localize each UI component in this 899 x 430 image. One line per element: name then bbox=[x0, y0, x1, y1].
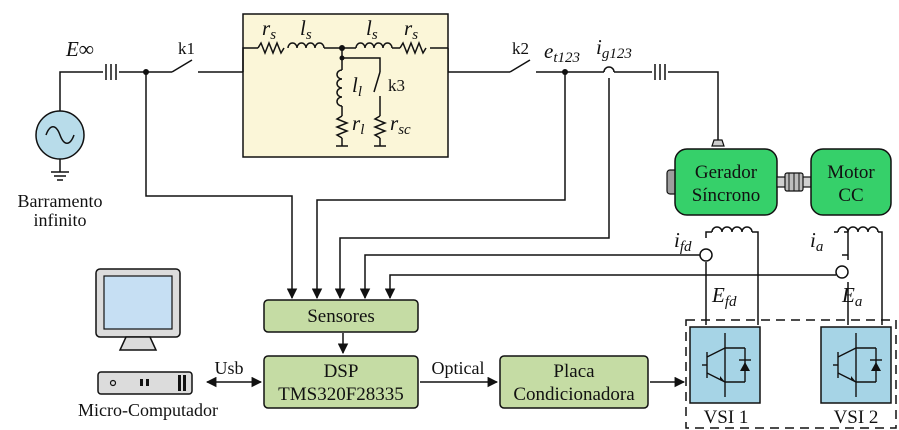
generator-label-1: Gerador bbox=[695, 162, 758, 183]
efd-label: Efd bbox=[711, 283, 737, 310]
motor-label-2: CC bbox=[838, 185, 863, 206]
dsp-model-label: TMS320F28335 bbox=[278, 384, 404, 405]
motor-label-1: Motor bbox=[827, 162, 875, 183]
ls-left-label: ls bbox=[300, 16, 312, 43]
ifd-sensor bbox=[699, 248, 713, 262]
optical-label: Optical bbox=[432, 358, 485, 378]
ea-label: Ea bbox=[841, 283, 862, 310]
conditioning-board-block: Placa Condicionadora bbox=[499, 355, 649, 409]
node-box-junction bbox=[339, 45, 345, 51]
micro-computer bbox=[95, 268, 193, 395]
vsi-1 bbox=[689, 326, 761, 404]
rsc-label: rsc bbox=[390, 111, 411, 138]
dc-motor: Motor CC bbox=[810, 148, 892, 216]
vsi-2 bbox=[820, 326, 892, 404]
armature-winding bbox=[834, 226, 883, 325]
ia-sensor bbox=[835, 265, 849, 279]
shaft-coupling bbox=[776, 172, 812, 192]
ll-label: ll bbox=[352, 73, 362, 100]
grid-label-2: infinito bbox=[34, 210, 87, 230]
infinite-bus-source bbox=[35, 110, 85, 181]
e-inf-label: E∞ bbox=[65, 37, 94, 61]
generator-label-2: Síncrono bbox=[692, 185, 761, 206]
computer-label: Micro-Computador bbox=[78, 400, 218, 420]
synchronous-generator: Gerador Síncrono bbox=[666, 139, 778, 216]
usb-label: Usb bbox=[214, 358, 243, 378]
grid-label-1: Barramento bbox=[18, 191, 103, 211]
rs-right-label: rs bbox=[404, 16, 418, 43]
line-impedance-box bbox=[242, 13, 449, 158]
vsi-1-label: VSI 1 bbox=[704, 407, 749, 428]
ls-right-label: ls bbox=[366, 16, 378, 43]
ig-label: ig123 bbox=[596, 35, 632, 62]
sensors-block: Sensores bbox=[263, 299, 419, 333]
vsi-enclosure bbox=[685, 319, 897, 429]
vsi-2-label: VSI 2 bbox=[834, 407, 879, 428]
ifd-label: ifd bbox=[674, 228, 692, 255]
ia-label: ia bbox=[810, 228, 823, 255]
k2-label: k2 bbox=[512, 39, 529, 58]
k1-label: k1 bbox=[178, 39, 195, 58]
rs-left-label: rs bbox=[262, 16, 276, 43]
k3-label: k3 bbox=[388, 76, 405, 95]
dsp-block: DSP TMS320F28335 bbox=[263, 355, 419, 409]
sensor-signal-lines bbox=[145, 72, 848, 300]
board-label-1: Placa bbox=[553, 361, 595, 382]
board-label-2: Condicionadora bbox=[513, 384, 635, 405]
node-ll-branch bbox=[339, 55, 345, 61]
rl-label: rl bbox=[352, 111, 364, 138]
field-winding bbox=[705, 226, 759, 325]
sensors-label: Sensores bbox=[307, 306, 375, 327]
dsp-label: DSP bbox=[324, 361, 359, 382]
et-label: et123 bbox=[544, 39, 580, 66]
